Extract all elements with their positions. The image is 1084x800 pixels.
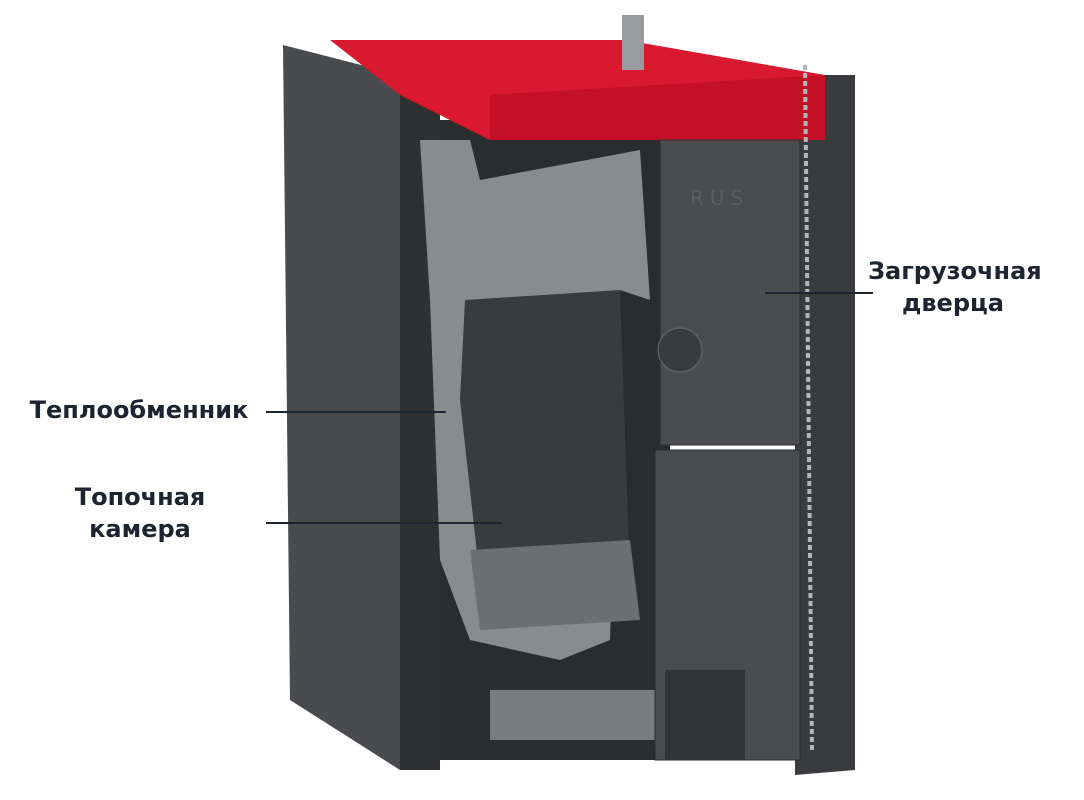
door-logo: RUS — [690, 186, 749, 210]
left-casing-panel — [283, 45, 400, 770]
label-combustion-chamber-line2: камера — [89, 515, 191, 543]
chain — [803, 64, 814, 751]
air-regulator — [657, 327, 703, 373]
grate — [470, 540, 640, 630]
top-valve — [622, 15, 644, 70]
leader-loading-door — [765, 292, 873, 294]
label-loading-door-line1: Загрузочная — [868, 257, 1042, 285]
label-loading-door-line2: дверца — [901, 289, 1004, 317]
label-heat-exchanger: Теплообменник — [29, 396, 249, 424]
label-combustion-chamber: Топочная камера — [60, 481, 220, 545]
leader-combustion-chamber — [266, 522, 502, 524]
ash-tray — [490, 690, 660, 740]
right-casing-panel — [795, 75, 855, 775]
ash-door-flap — [665, 670, 745, 760]
leader-heat-exchanger — [266, 411, 446, 413]
label-loading-door: Загрузочная дверца — [868, 255, 1042, 319]
label-combustion-chamber-line1: Топочная — [74, 483, 206, 511]
combustion-chamber — [460, 290, 630, 580]
red-top-front — [490, 75, 825, 140]
